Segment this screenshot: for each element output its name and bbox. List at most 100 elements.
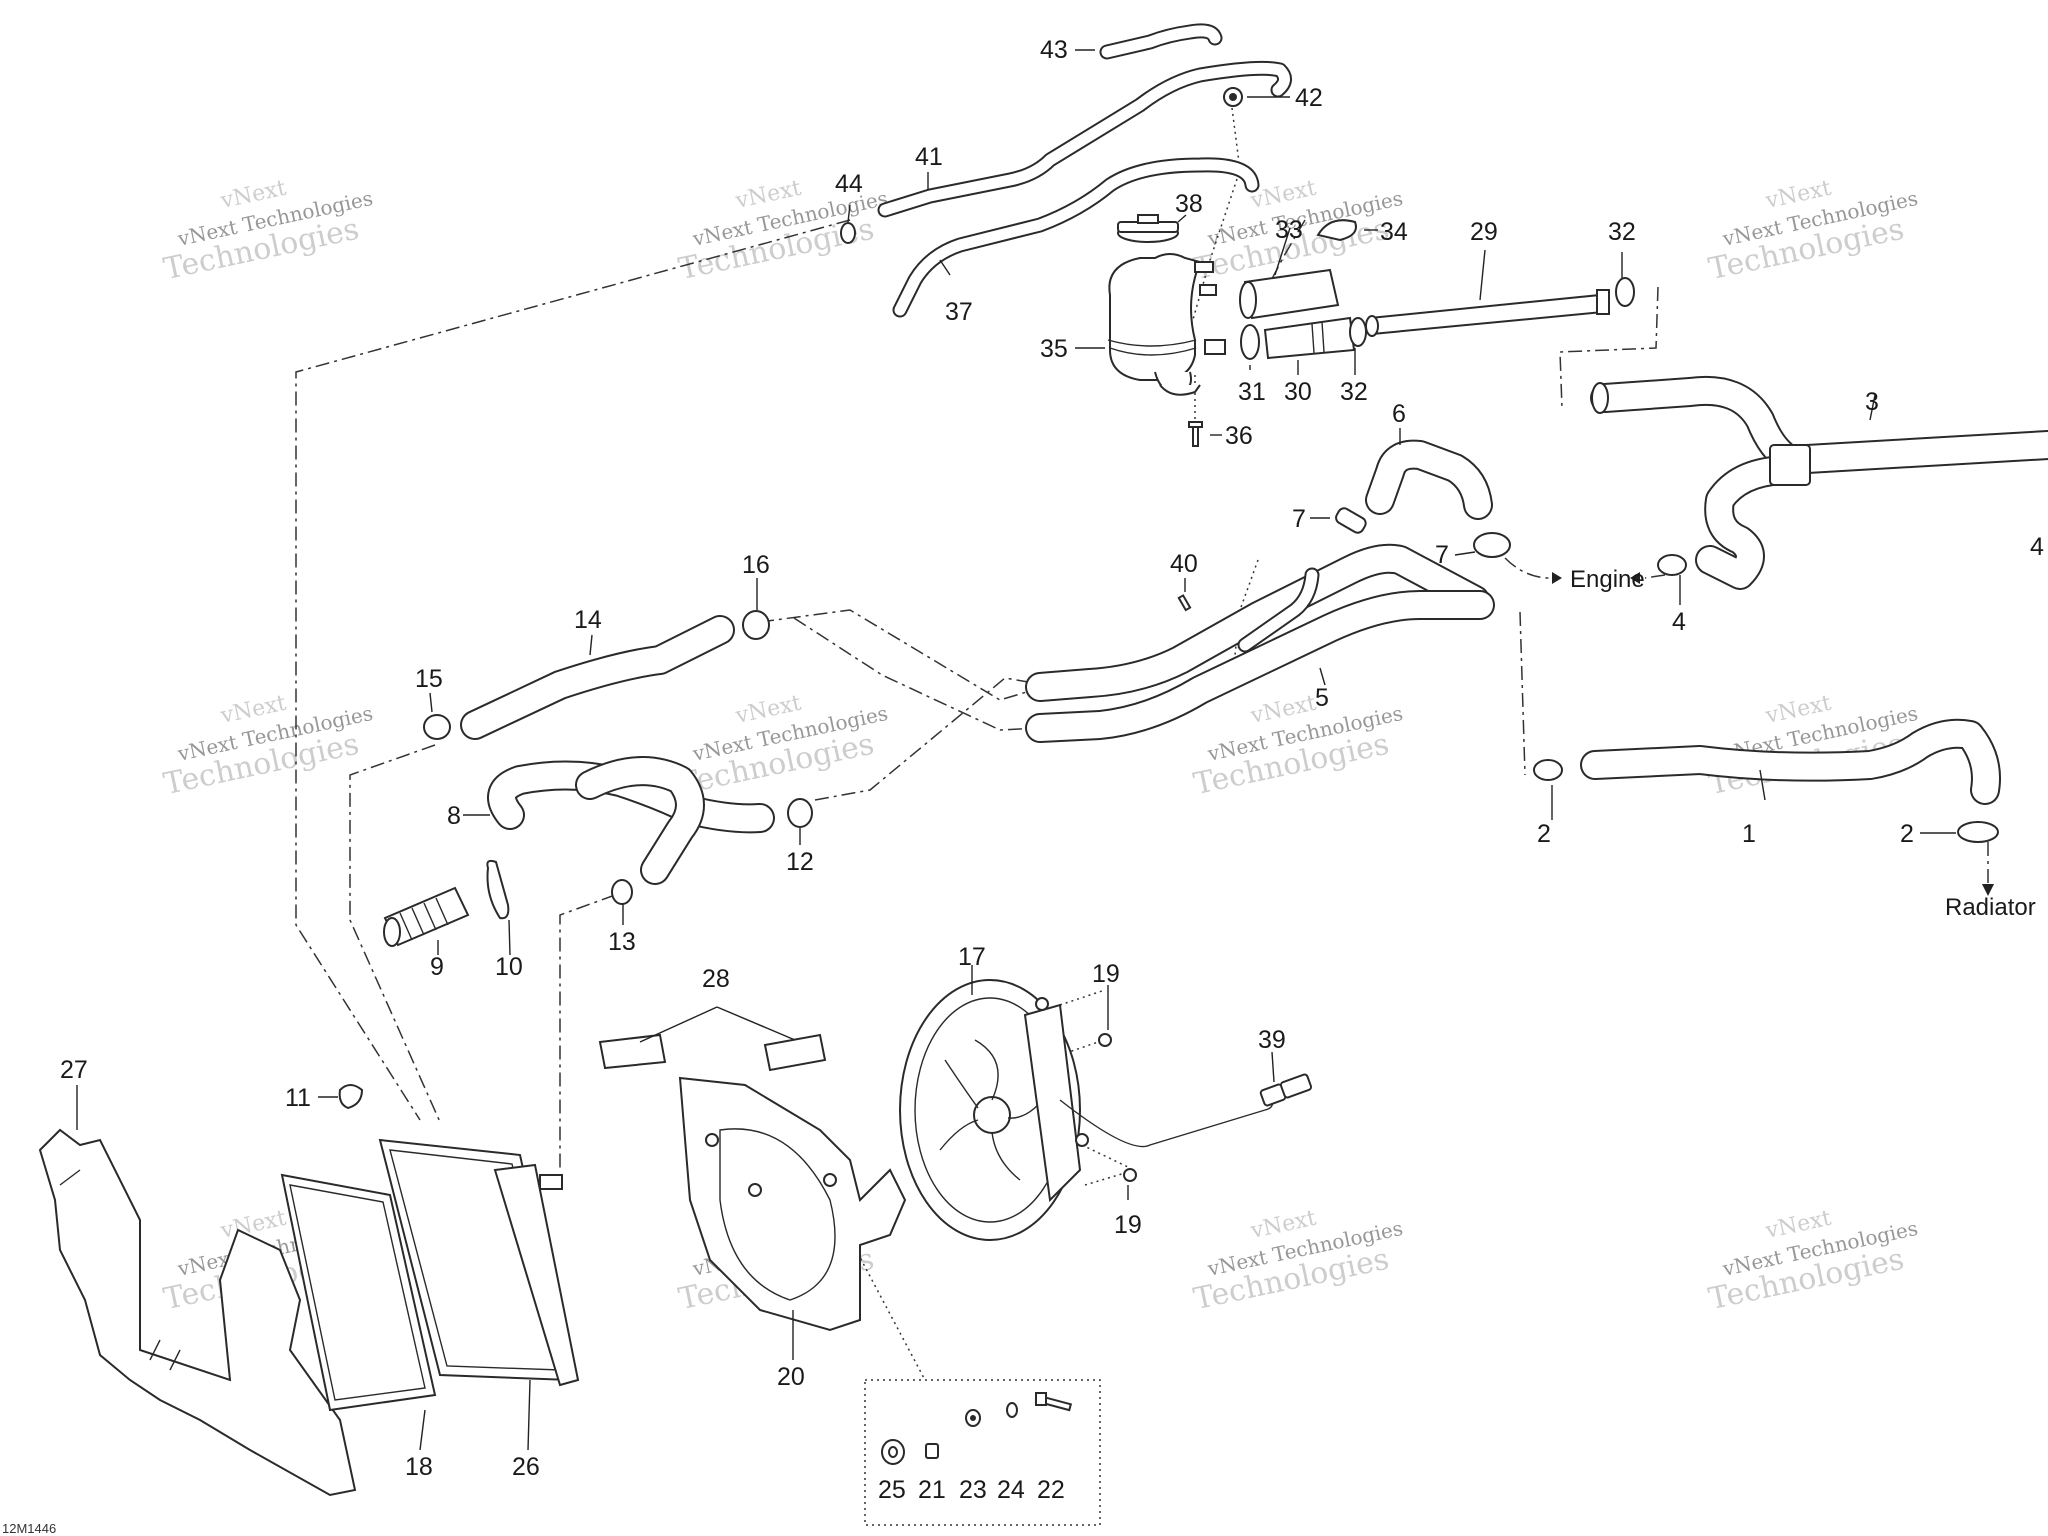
engine-label: Engine [1570,566,1645,593]
radiator-arrow [1982,842,1994,896]
callout-28: 28 [702,965,730,993]
sleeve-9 [383,886,470,947]
clamp-31 [1240,324,1260,360]
grommet-25 [881,1439,905,1465]
callout-44: 44 [835,170,863,198]
clamp-44 [840,222,856,244]
callout-32-upper: 32 [1608,218,1636,246]
hardware-kit [864,1379,1101,1526]
callout-41: 41 [915,143,943,171]
callout-14: 14 [574,606,602,634]
callout-24: 24 [997,1476,1025,1504]
clamp-2-left [1533,759,1563,781]
cooling-fan-17 [899,979,1082,1241]
callout-43: 43 [1040,36,1068,64]
callout-17: 17 [958,943,986,971]
callout-15: 15 [415,665,443,693]
fan-shroud-20 [678,1076,907,1332]
callout-4: 4 [1672,608,1686,636]
hose-3 [1590,375,2048,590]
clamp-12 [787,798,813,828]
hose-14 [460,615,735,740]
callout-2-right: 2 [1900,820,1914,848]
clamp-2-right [1957,821,1999,843]
bolt-22 [1035,1392,1073,1412]
callout-42: 42 [1295,84,1323,112]
callout-19-bottom: 19 [1114,1211,1142,1239]
callout-40: 40 [1170,550,1198,578]
clamp-13 [611,879,633,905]
callout-32-lower: 32 [1340,378,1368,406]
spacer-21 [925,1443,939,1459]
clamp-16 [742,610,770,640]
nut-19-bottom [1075,1133,1137,1182]
callout-labels: 43 42 44 41 38 37 33 34 29 32 35 31 30 3… [60,36,2044,1504]
callout-31: 31 [1238,378,1266,406]
callout-36: 36 [1225,422,1253,450]
callout-7-left: 7 [1292,505,1306,533]
clamp-32-upper [1615,277,1635,307]
callout-10: 10 [495,953,523,981]
watermark: vNext vNext Technologies Technologies [1706,691,1920,802]
callout-39: 39 [1258,1026,1286,1054]
watermark: vNext vNext Technologies Technologies [676,691,890,802]
tube-41 [877,60,1292,218]
callout-33: 33 [1275,216,1303,244]
hose-1 [1580,718,2001,805]
engine-arrow [1504,557,1562,584]
engine-arrow-right [1630,572,1666,584]
clamp-7-right [1473,532,1511,558]
hose-6 [1365,439,1493,520]
clamp-42 [1223,87,1243,107]
pipe-5 [1025,543,1495,743]
watermark: vNext vNext Technologies Technologies [161,176,375,287]
panel-27 [38,1128,357,1497]
pipe-29 [1365,289,1610,337]
reservoir-cap-38 [1117,214,1179,243]
callout-5: 5 [1315,684,1329,712]
callout-7-right: 7 [1435,541,1449,569]
tube-37 [892,157,1260,318]
callout-35: 35 [1040,335,1068,363]
clamp-7-left [1335,507,1367,534]
leader-lines [76,49,1956,1451]
hose-8 [487,756,775,885]
callout-23: 23 [959,1476,987,1504]
callout-19-top: 19 [1092,960,1120,988]
callout-3: 3 [1865,388,1879,416]
watermark: vNext vNext Technologies Technologies [161,691,375,802]
callout-6: 6 [1392,400,1406,428]
callout-1: 1 [1742,820,1756,848]
callout-21: 21 [918,1476,946,1504]
callout-16: 16 [742,551,770,579]
drawing-code: 12M1446 [2,1521,56,1536]
callout-13: 13 [608,928,636,956]
watermark: vNext vNext Technologies Technologies [1191,1206,1405,1317]
radiator-label: Radiator [1945,894,2036,921]
clamp-15 [423,714,451,740]
callout-30: 30 [1284,378,1312,406]
lock-washer-24 [1006,1402,1018,1418]
callout-20: 20 [777,1363,805,1391]
tube-43 [1099,23,1223,60]
hose-33 [1239,268,1340,320]
washer-23 [965,1409,981,1427]
clamp-4 [1657,554,1687,576]
callout-2-left: 2 [1537,820,1551,848]
harness-39 [1059,1073,1313,1148]
bolt-40 [1177,594,1192,612]
clamp-11 [338,1084,364,1110]
coolant-reservoir [1107,253,1226,396]
callout-11: 11 [285,1084,311,1112]
callout-25: 25 [878,1476,906,1504]
callout-18: 18 [405,1453,433,1481]
bracket-28-right [763,1033,827,1072]
callout-37: 37 [945,298,973,326]
clamp-32-lower [1349,317,1367,347]
callout-27: 27 [60,1056,88,1084]
callout-29: 29 [1470,218,1498,246]
callout-12: 12 [786,848,814,876]
callout-8: 8 [447,802,461,830]
watermark: vNext vNext Technologies Technologies [1706,176,1920,287]
